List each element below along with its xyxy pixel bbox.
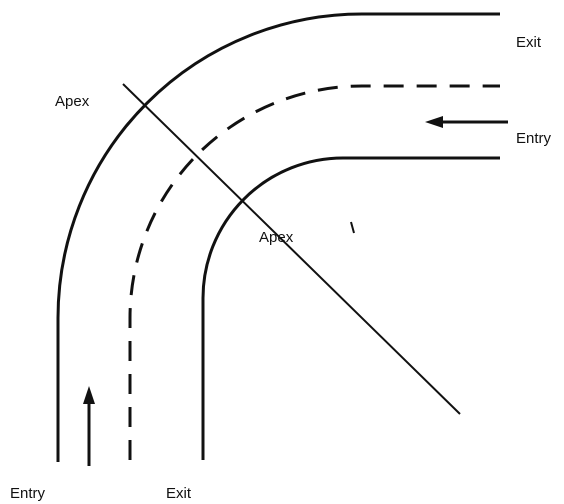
label-exit-bottom: Exit (166, 485, 192, 502)
label-entry-right: Entry (516, 130, 552, 147)
outer-road-edge (56, 12, 500, 462)
label-apex-inner: Apex (259, 229, 294, 246)
stray-mark (350, 221, 355, 234)
centre-dashed-line (128, 84, 500, 460)
up-arrow-icon (83, 386, 95, 466)
label-entry-bottom: Entry (10, 485, 46, 502)
apex-line (122, 83, 461, 415)
left-arrow-icon (425, 116, 508, 128)
label-exit-top: Exit (516, 34, 542, 51)
inner-road-edge (201, 156, 500, 460)
label-apex-outer: Apex (55, 93, 90, 110)
